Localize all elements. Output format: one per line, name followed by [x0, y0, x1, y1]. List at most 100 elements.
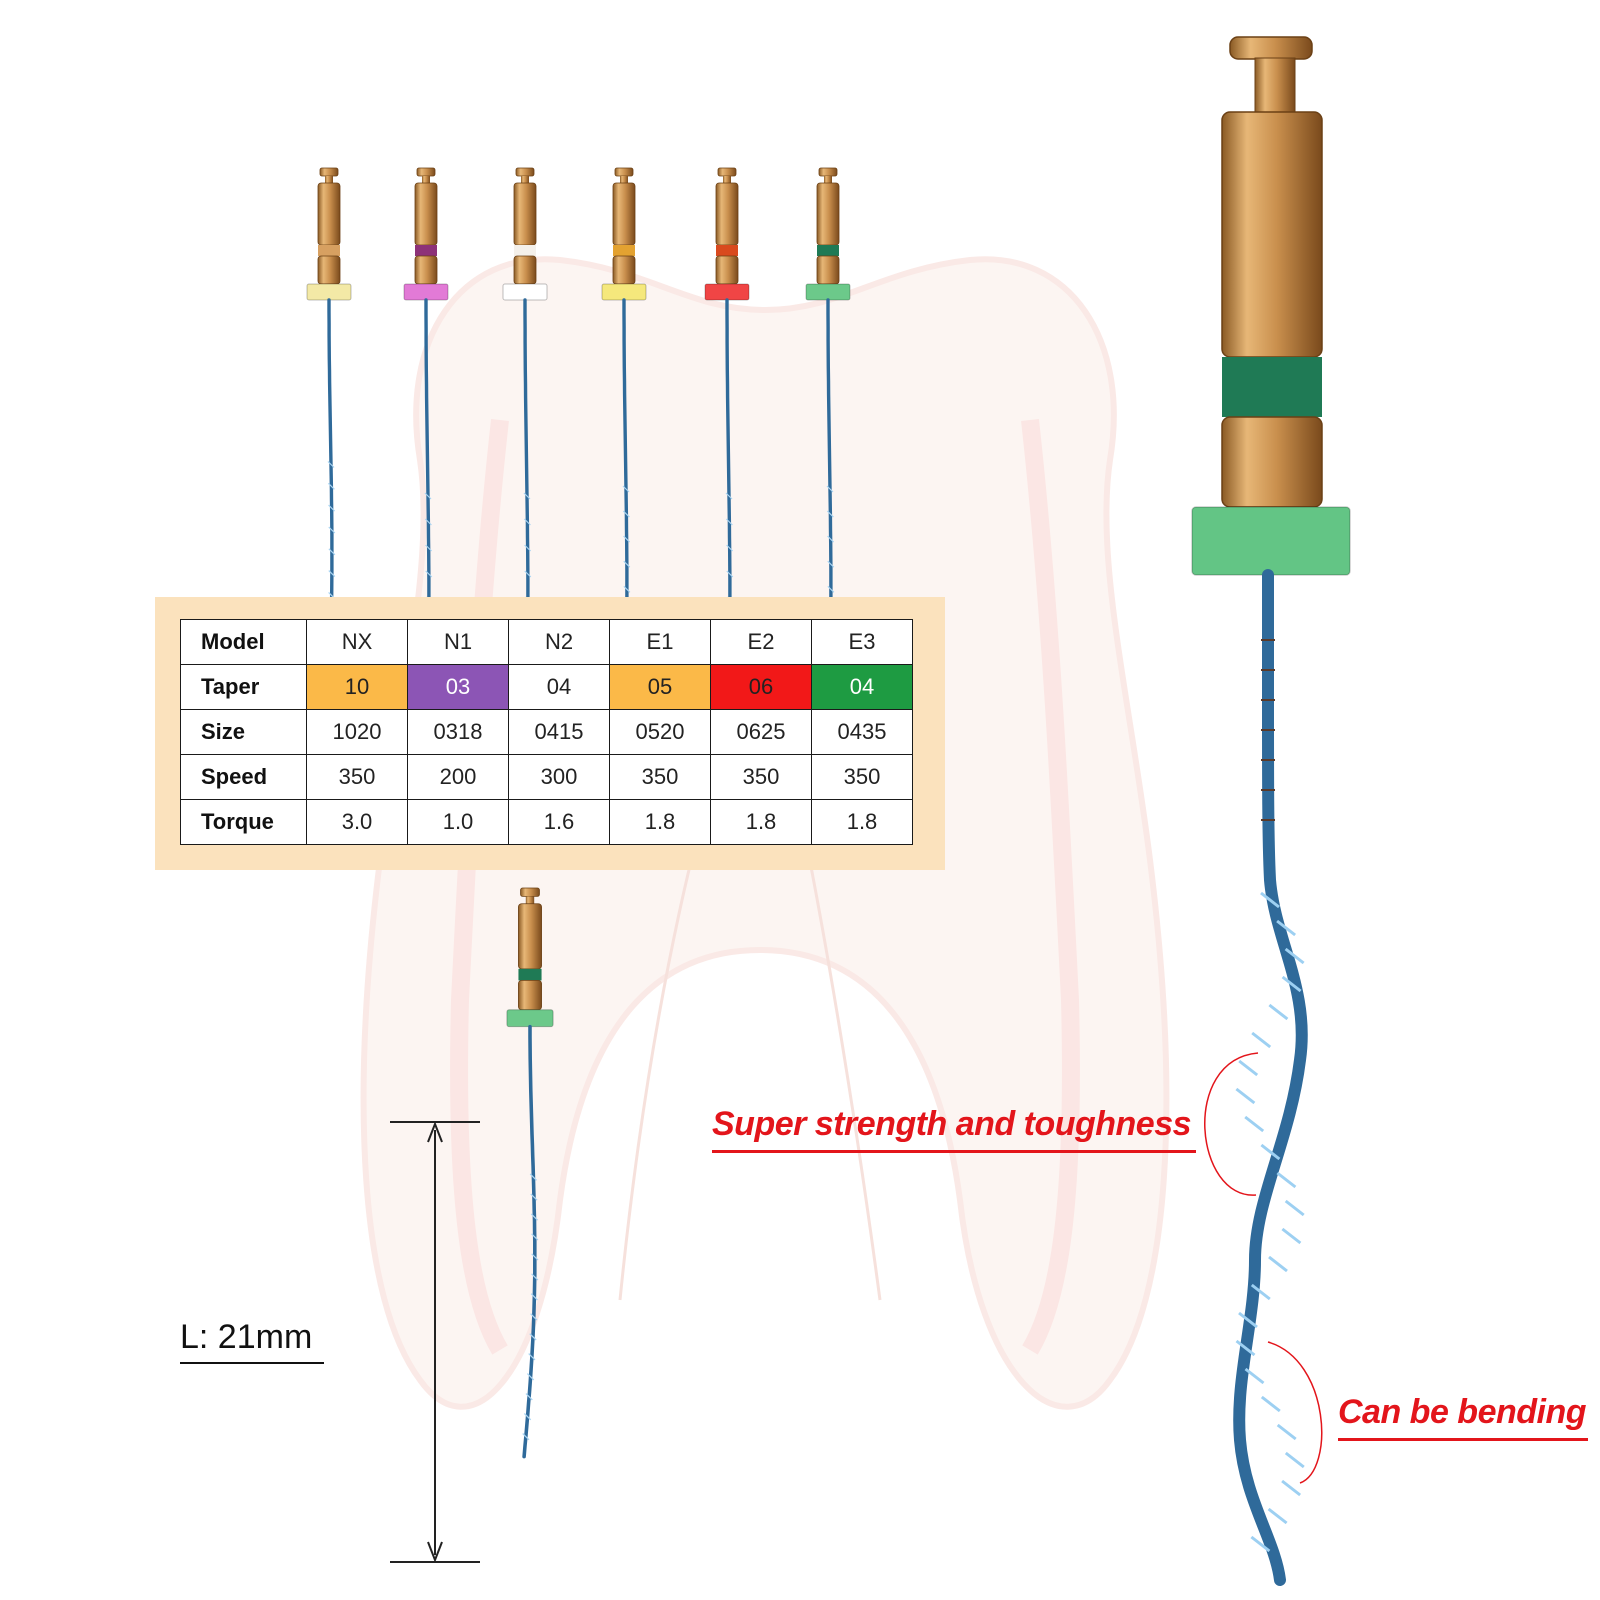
spec-cell: E1 [609, 619, 711, 665]
spec-cell: 1.8 [710, 799, 812, 845]
spec-cell: 1.8 [811, 799, 913, 845]
file-neck [824, 176, 832, 183]
file-latch [515, 167, 535, 177]
spec-cell: 1020 [306, 709, 408, 755]
large-file-closeup-icon [1191, 36, 1351, 1586]
strength-caption: Super strength and toughness [712, 1105, 1192, 1143]
file-neck [521, 176, 529, 183]
large-file-depth-marks [1261, 639, 1275, 821]
spec-cell: NX [306, 619, 408, 665]
file-flutes [522, 1173, 539, 1441]
spec-cell: 350 [609, 754, 711, 800]
large-file-shaft [1233, 569, 1308, 1586]
file-neck [723, 176, 731, 183]
spec-cell: 06 [710, 664, 812, 710]
file-latch [614, 167, 634, 177]
large-file-neck [1254, 57, 1296, 117]
file-neck [525, 896, 535, 904]
file-handle-lower [715, 255, 739, 285]
spec-cell: 03 [407, 664, 509, 710]
file-handle-lower [816, 255, 840, 285]
file-stopper-ring [306, 283, 352, 301]
file-stopper-ring [502, 283, 548, 301]
spec-cell: 10 [306, 664, 408, 710]
length-label: L: 21mm [180, 1318, 313, 1356]
spec-cell: 0415 [508, 709, 610, 755]
spec-cell: E2 [710, 619, 812, 665]
file-color-band [518, 968, 542, 981]
file-stopper-ring [506, 1009, 554, 1028]
file-neck [620, 176, 628, 183]
file-handle [715, 182, 739, 246]
length-dimension-icon [390, 1121, 480, 1563]
large-file-handle-lower [1221, 416, 1323, 508]
file-handle [816, 182, 840, 246]
file-latch [717, 167, 737, 177]
spec-row-header: Torque [180, 799, 307, 845]
file-handle [612, 182, 636, 246]
spec-cell: N2 [508, 619, 610, 665]
spec-cell: 1.8 [609, 799, 711, 845]
file-handle [518, 903, 542, 970]
file-color-band [514, 245, 536, 256]
single-file-icon [506, 887, 554, 1459]
length-label-underline [180, 1362, 324, 1364]
file-color-band [716, 245, 738, 256]
file-color-band [613, 245, 635, 256]
large-file-handle [1221, 111, 1323, 358]
spec-cell: 05 [609, 664, 711, 710]
spec-cell: 04 [811, 664, 913, 710]
large-file-stopper-ring [1191, 506, 1351, 576]
file-handle-lower [518, 980, 542, 1011]
file-color-band [415, 245, 437, 256]
spec-row-header: Model [180, 619, 307, 665]
spec-cell: 350 [306, 754, 408, 800]
file-shaft [522, 1024, 537, 1459]
file-neck [422, 176, 430, 183]
spec-cell: E3 [811, 619, 913, 665]
file-color-band [318, 245, 340, 256]
spec-cell: 350 [710, 754, 812, 800]
bending-caption-underline [1338, 1438, 1588, 1441]
file-handle-lower [414, 255, 438, 285]
spec-cell: 1.6 [508, 799, 610, 845]
bending-caption: Can be bending [1338, 1393, 1587, 1431]
file-latch [319, 167, 339, 177]
large-file-flutes [1235, 891, 1305, 1553]
file-stopper-ring [805, 283, 851, 301]
endo-file-icon [506, 887, 554, 1459]
file-handle-lower [513, 255, 537, 285]
spec-cell: N1 [407, 619, 509, 665]
spec-cell: 0625 [710, 709, 812, 755]
file-handle [317, 182, 341, 246]
file-latch [416, 167, 436, 177]
spec-cell: 3.0 [306, 799, 408, 845]
spec-row-header: Taper [180, 664, 307, 710]
spec-cell: 200 [407, 754, 509, 800]
spec-cell: 04 [508, 664, 610, 710]
file-stopper-ring [601, 283, 647, 301]
file-handle [414, 182, 438, 246]
file-color-band [817, 245, 839, 256]
spec-cell: 0318 [407, 709, 509, 755]
file-handle-lower [612, 255, 636, 285]
file-latch [818, 167, 838, 177]
spec-row-header: Speed [180, 754, 307, 800]
spec-cell: 300 [508, 754, 610, 800]
strength-caption-underline [712, 1150, 1196, 1153]
file-stopper-ring [403, 283, 449, 301]
large-file-latch [1229, 36, 1313, 60]
spec-row-header: Size [180, 709, 307, 755]
file-handle [513, 182, 537, 246]
spec-cell: 350 [811, 754, 913, 800]
large-file-color-band [1222, 357, 1322, 417]
callout-arc-icon [1204, 1052, 1323, 1484]
spec-cell: 1.0 [407, 799, 509, 845]
